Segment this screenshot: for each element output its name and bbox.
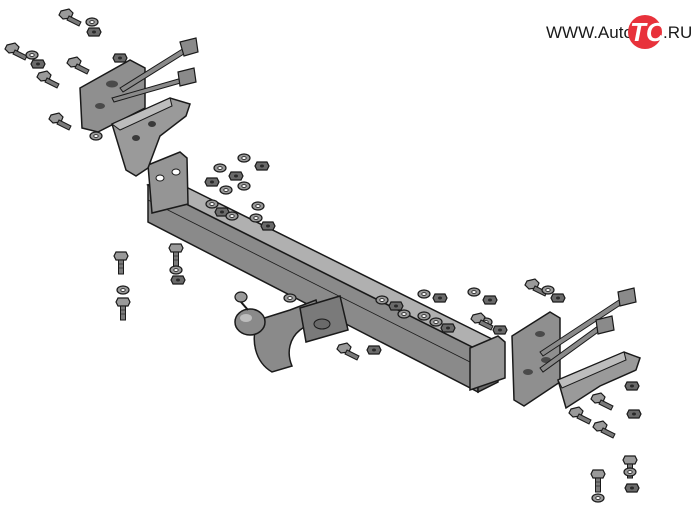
watermark-logo: TC — [630, 17, 666, 47]
left-support-bracket — [111, 97, 191, 177]
watermark-suffix: .RU — [663, 23, 692, 42]
autotc-watermark: WWW.Auto TC .RU — [546, 15, 692, 49]
tow-ball-neck — [253, 295, 349, 373]
tc-logo: TC — [628, 15, 666, 49]
right-support-bracket — [557, 351, 641, 410]
tow-ball — [234, 291, 266, 336]
right-end-plate — [469, 335, 506, 392]
left-mounting-plate — [79, 59, 146, 133]
watermark-prefix: WWW.Auto — [546, 23, 633, 42]
main-cross-beam — [146, 177, 500, 394]
left-strap — [111, 37, 199, 103]
left-end-plate — [147, 151, 189, 214]
right-strap — [539, 287, 637, 373]
